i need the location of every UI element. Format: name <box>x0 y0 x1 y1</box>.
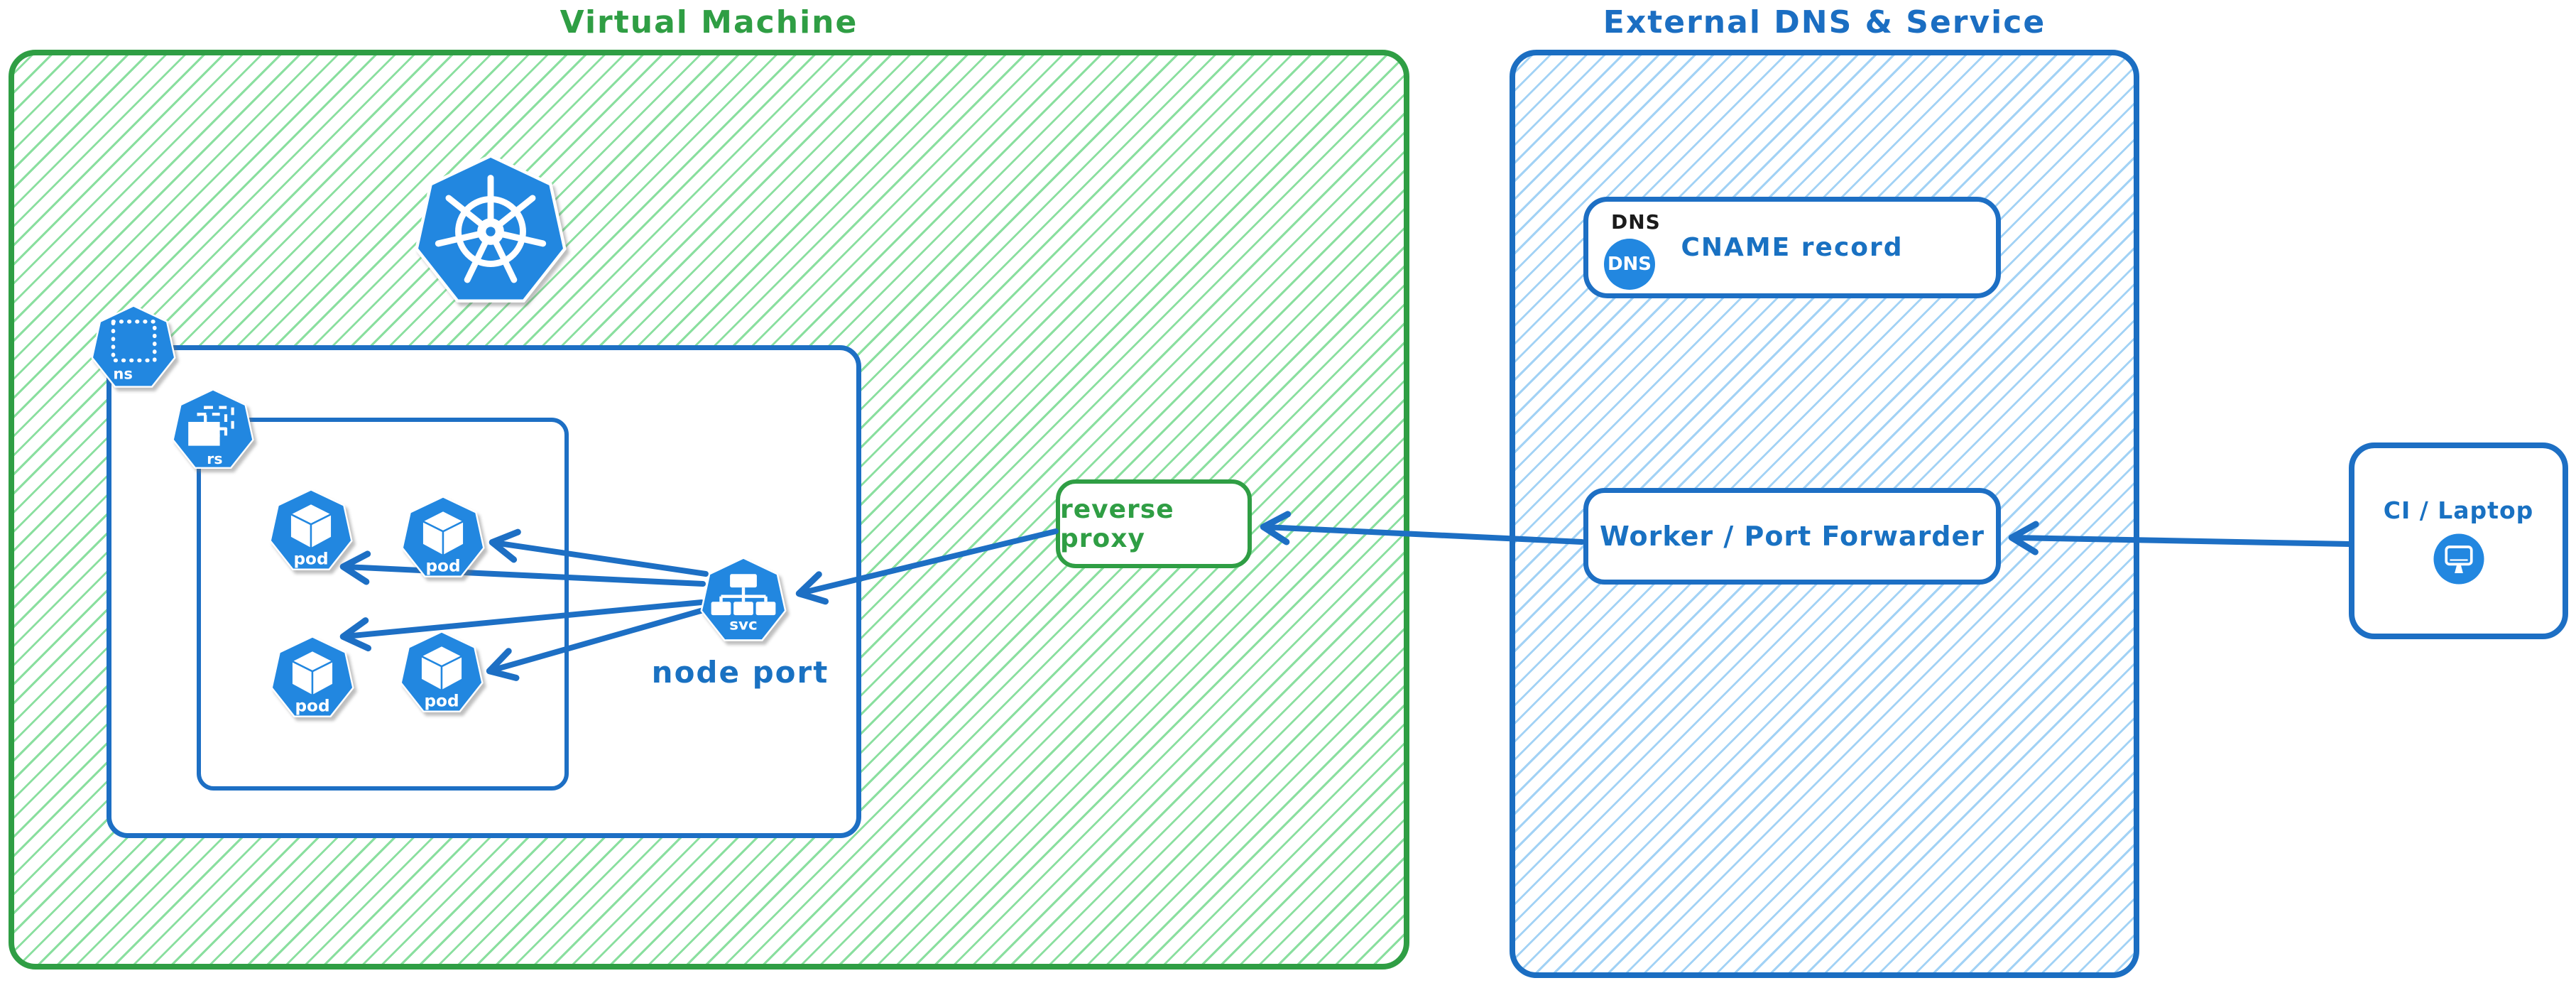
worker-port-forwarder-label: Worker / Port Forwarder <box>1599 521 1985 552</box>
dns-icon: DNS <box>1604 239 1655 290</box>
pod-icon: pod <box>269 635 356 722</box>
dns-badge-label: DNS <box>1611 210 1661 234</box>
namespace-icon: ns <box>89 304 178 392</box>
reverse-proxy-box: reverse proxy <box>1056 479 1252 568</box>
pod-icon: pod <box>400 495 486 582</box>
service-icon-label: svc <box>729 616 757 634</box>
ci-laptop-box: CI / Laptop <box>2349 442 2568 639</box>
cname-record-label: CNAME record <box>1681 233 1904 262</box>
ci-laptop-label: CI / Laptop <box>2383 496 2534 524</box>
external-dns-title: External DNS & Service <box>1603 4 2046 40</box>
replicaset-boundary-box <box>197 418 569 791</box>
kubernetes-logo-icon <box>412 149 569 314</box>
pod-icon: pod <box>268 488 354 575</box>
pod-icon: pod <box>398 630 485 717</box>
pod-icon-label: pod <box>293 549 328 568</box>
dns-record-card: DNS DNS CNAME record <box>1583 197 2001 298</box>
dns-icon-label: DNS <box>1607 254 1652 275</box>
pod-icon-label: pod <box>424 691 459 710</box>
worker-port-forwarder-box: Worker / Port Forwarder <box>1583 488 2001 585</box>
replicaset-icon: rs <box>170 388 256 473</box>
pod-icon-label: pod <box>425 556 460 575</box>
pod-icon-label: pod <box>295 696 329 715</box>
replicaset-icon-label: rs <box>207 450 222 467</box>
node-port-label: node port <box>651 655 829 690</box>
namespace-icon-label: ns <box>113 364 133 382</box>
virtual-machine-title: Virtual Machine <box>560 4 858 40</box>
reverse-proxy-label: reverse proxy <box>1060 494 1174 553</box>
monitor-icon <box>2433 533 2485 585</box>
service-icon: svc <box>699 556 788 646</box>
